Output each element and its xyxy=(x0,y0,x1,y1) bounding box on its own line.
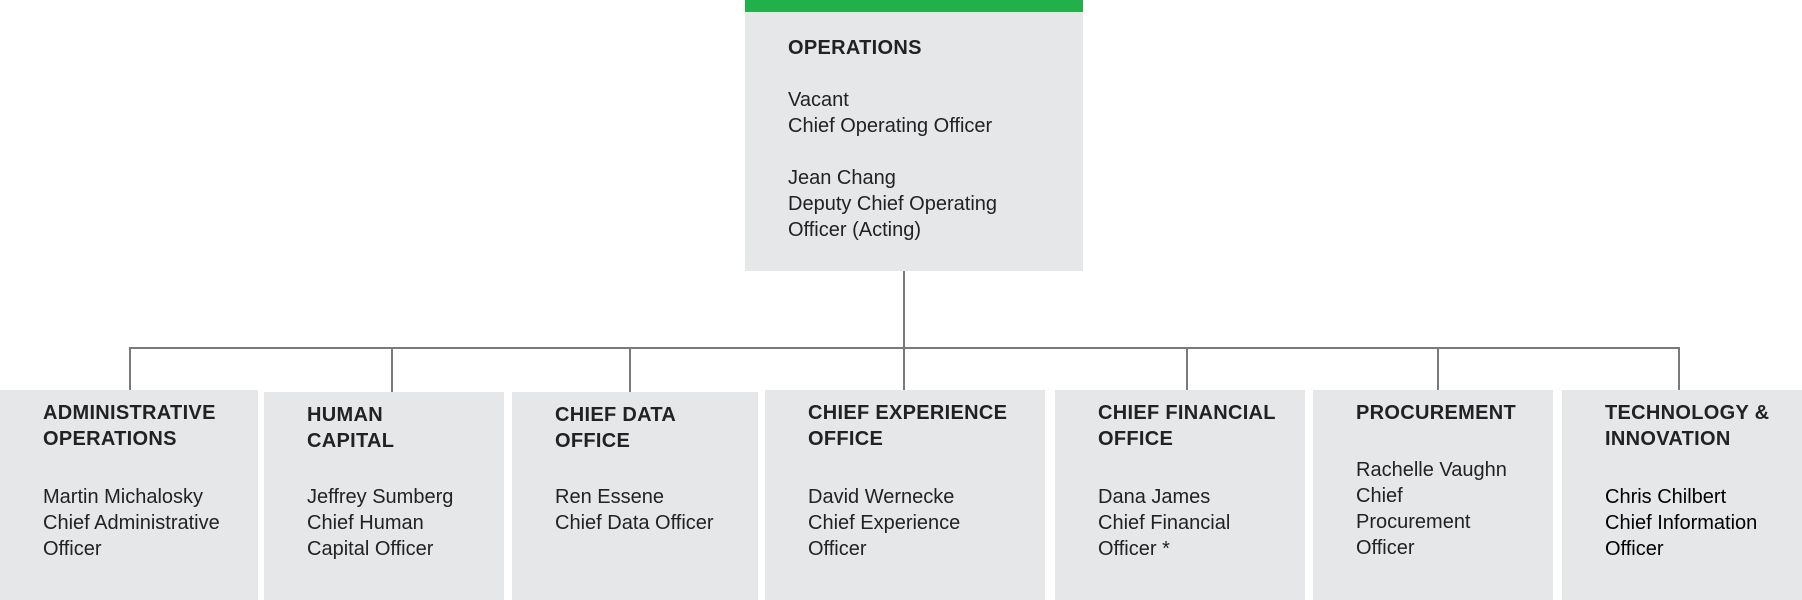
person-role: Officer xyxy=(43,538,102,560)
person-role: Deputy Chief Operating xyxy=(788,193,998,215)
org-node-chief-financial-office: CHIEF FINANCIAL OFFICE Dana James Chief … xyxy=(1055,390,1305,600)
node-person: Martin Michalosky Chief Administrative O… xyxy=(43,484,220,562)
node-title: CHIEF DATA OFFICE xyxy=(555,404,677,452)
person-role: Officer xyxy=(808,538,867,560)
person-role: Officer (Acting) xyxy=(788,219,921,241)
node-title: PROCUREMENT xyxy=(1356,402,1516,424)
person-name: Martin Michalosky xyxy=(43,486,204,508)
node-people: Vacant Chief Operating Officer Jean Chan… xyxy=(788,87,997,243)
person-role: Chief Data Officer xyxy=(555,512,714,534)
node-person: David Wernecke Chief Experience Officer xyxy=(808,484,960,562)
accent-bar xyxy=(745,0,1083,12)
person-role: Chief Experience xyxy=(808,512,961,534)
spacer xyxy=(788,139,997,165)
person-name: Chris Chilbert xyxy=(1605,486,1727,508)
person-role: Chief Financial xyxy=(1098,512,1231,534)
node-person: Jeffrey Sumberg Chief Human Capital Offi… xyxy=(307,484,453,562)
node-title: CHIEF EXPERIENCE OFFICE xyxy=(808,402,1008,450)
connector-drop-chief-data-office xyxy=(629,347,631,392)
person-role: Chief Administrative xyxy=(43,512,220,534)
person-role: Chief Information xyxy=(1605,512,1758,534)
person-role: Officer xyxy=(1605,538,1664,560)
person-role: Chief Operating Officer xyxy=(788,115,993,137)
connector-drop-chief-financial-office xyxy=(1186,347,1188,390)
connector-drop-technology-innovation xyxy=(1678,347,1680,390)
person-role: Capital Officer xyxy=(307,538,434,560)
person-role: Chief xyxy=(1356,485,1403,507)
person-role: Officer xyxy=(1356,537,1415,559)
connector-bus xyxy=(129,347,1680,349)
connector-trunk xyxy=(903,271,905,390)
person-role: Officer * xyxy=(1098,538,1170,560)
person-name: Vacant xyxy=(788,89,849,111)
org-node-procurement: PROCUREMENT Rachelle Vaughn Chief Procur… xyxy=(1313,390,1553,600)
node-person: Rachelle Vaughn Chief Procurement Office… xyxy=(1356,457,1507,561)
org-node-administrative-operations: ADMINISTRATIVE OPERATIONS Martin Michalo… xyxy=(0,390,258,600)
connector-drop-administrative-operations xyxy=(129,347,131,390)
connector-drop-procurement xyxy=(1437,347,1439,390)
person-name: David Wernecke xyxy=(808,486,955,508)
node-person: Chris Chilbert Chief Information Officer xyxy=(1605,484,1757,562)
person-name: Dana James xyxy=(1098,486,1211,508)
connector-drop-human-capital xyxy=(391,347,393,392)
node-title: ADMINISTRATIVE OPERATIONS xyxy=(43,402,216,450)
org-node-human-capital: HUMAN CAPITAL Jeffrey Sumberg Chief Huma… xyxy=(264,392,504,600)
person-role: Chief Human xyxy=(307,512,424,534)
org-node-operations: OPERATIONS Vacant Chief Operating Office… xyxy=(745,0,1083,271)
node-title: CHIEF FINANCIAL OFFICE xyxy=(1098,402,1276,450)
node-title: TECHNOLOGY & INNOVATION xyxy=(1605,402,1770,450)
person-role: Procurement xyxy=(1356,511,1471,533)
org-node-chief-experience-office: CHIEF EXPERIENCE OFFICE David Wernecke C… xyxy=(765,390,1045,600)
node-title: OPERATIONS xyxy=(788,37,922,59)
node-person: Ren Essene Chief Data Officer xyxy=(555,484,714,536)
node-person: Dana James Chief Financial Officer * xyxy=(1098,484,1230,562)
person-name: Jeffrey Sumberg xyxy=(307,486,454,508)
person-name: Jean Chang xyxy=(788,167,896,189)
org-node-technology-innovation: TECHNOLOGY & INNOVATION Chris Chilbert C… xyxy=(1562,390,1802,600)
person-name: Rachelle Vaughn xyxy=(1356,459,1507,481)
node-title: HUMAN CAPITAL xyxy=(307,404,395,452)
org-node-chief-data-office: CHIEF DATA OFFICE Ren Essene Chief Data … xyxy=(512,392,758,600)
person-name: Ren Essene xyxy=(555,486,664,508)
